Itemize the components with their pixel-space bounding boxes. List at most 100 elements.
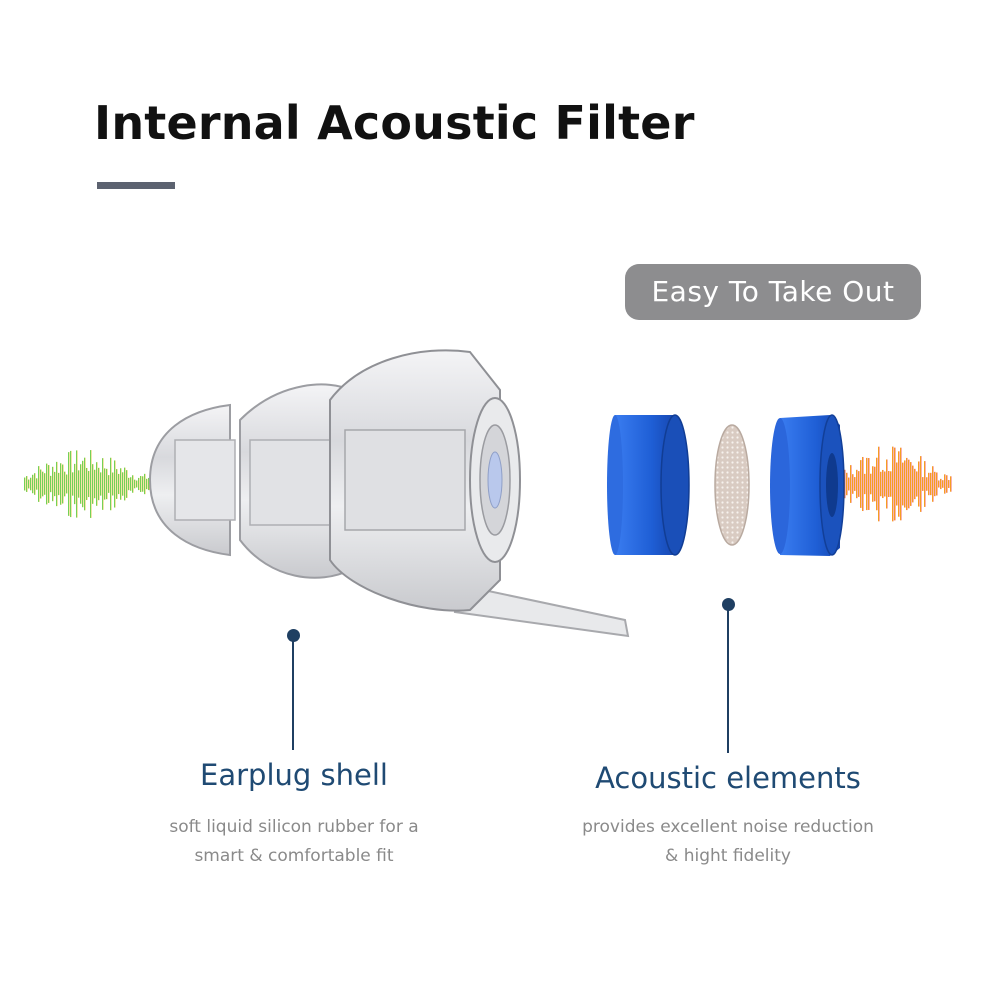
earplug-shell-description: soft liquid silicon rubber for a smart &… — [114, 813, 474, 871]
sound-wave-bar — [918, 461, 920, 507]
sound-wave-bar — [890, 471, 892, 497]
sound-wave-bar — [858, 471, 860, 497]
sound-wave-bar — [62, 464, 64, 504]
sound-wave-bar — [56, 461, 58, 507]
acoustic-elements-description-line-1: provides excellent noise reduction — [582, 817, 874, 837]
sound-wave-bar — [94, 469, 96, 499]
sound-wave-bar — [866, 457, 868, 511]
sound-wave-bar — [896, 462, 898, 506]
sound-wave-bar — [882, 469, 884, 499]
sound-wave-bar — [948, 480, 950, 488]
sound-wave-bar — [42, 471, 44, 497]
sound-wave-bar — [66, 474, 68, 494]
sound-wave-bar — [878, 446, 880, 522]
earplug-shell-description-line-1: soft liquid silicon rubber for a — [169, 817, 419, 837]
title-underline — [97, 182, 175, 189]
sound-wave-bar — [888, 470, 890, 498]
sound-wave-bar — [908, 459, 910, 509]
sound-wave-bar — [848, 477, 850, 491]
sound-wave-bar — [924, 461, 926, 507]
sound-wave-bar — [874, 466, 876, 502]
right-sound-wave — [840, 446, 952, 522]
sound-wave-bar — [856, 469, 858, 499]
sound-wave-bar — [936, 472, 938, 496]
sound-wave-bar — [54, 471, 56, 497]
sound-wave-bar — [44, 473, 46, 495]
sound-wave-bar — [112, 472, 114, 496]
sound-wave-bar — [854, 477, 856, 491]
sound-wave-bar — [902, 462, 904, 506]
sound-wave-bar — [108, 475, 110, 493]
sound-wave-bar — [900, 447, 902, 521]
sound-wave-bar — [942, 480, 944, 488]
sound-wave-bar — [32, 474, 34, 494]
sound-wave-bar — [104, 468, 106, 500]
sound-wave-bar — [102, 458, 104, 510]
sound-wave-bar — [46, 463, 48, 505]
shell-pointer-line — [292, 640, 294, 750]
elements-pointer-dot — [722, 598, 735, 611]
sound-wave-bar — [862, 456, 864, 512]
sound-wave-bar — [886, 459, 888, 509]
sound-wave-bar — [98, 467, 100, 501]
sound-wave-bar — [72, 472, 74, 496]
sound-wave-bar — [36, 478, 38, 490]
sound-wave-bar — [920, 456, 922, 512]
sound-wave-bar — [64, 471, 66, 497]
blue-filter-plug-image — [770, 414, 845, 556]
sound-wave-bar — [76, 450, 78, 518]
sound-wave-bar — [84, 457, 86, 511]
sound-wave-bar — [78, 470, 80, 498]
sound-wave-bar — [128, 477, 130, 491]
sound-wave-bar — [944, 474, 946, 494]
sound-wave-bar — [92, 464, 94, 504]
sound-wave-bar — [894, 447, 896, 521]
sound-wave-bar — [124, 467, 126, 501]
sound-wave-bar — [916, 471, 918, 497]
blue-filter-cap-image — [607, 414, 690, 556]
sound-wave-bar — [58, 472, 60, 496]
sound-wave-bar — [860, 460, 862, 508]
shell-pointer-dot — [287, 629, 300, 642]
sound-wave-bar — [50, 475, 52, 493]
sound-wave-bar — [106, 468, 108, 500]
sound-wave-bar — [884, 471, 886, 497]
sound-wave-bar — [934, 471, 936, 497]
sound-wave-bar — [122, 472, 124, 496]
sound-wave-bar — [80, 464, 82, 504]
sound-wave-bar — [906, 457, 908, 511]
sound-wave-bar — [40, 469, 42, 499]
sound-wave-bar — [940, 478, 942, 490]
sound-wave-bar — [892, 446, 894, 522]
sound-wave-bar — [138, 477, 140, 491]
sound-wave-bar — [110, 457, 112, 511]
sound-wave-bar — [946, 475, 948, 493]
sound-wave-bar — [864, 473, 866, 495]
sound-wave-bar — [928, 472, 930, 496]
sound-wave-bar — [70, 450, 72, 518]
easy-to-take-out-badge: Easy To Take Out — [625, 264, 921, 320]
sound-wave-bar — [30, 477, 32, 491]
sound-wave-bar — [912, 465, 914, 503]
sound-wave-bar — [136, 480, 138, 488]
sound-wave-bar — [914, 468, 916, 500]
sound-wave-bar — [852, 474, 854, 494]
sound-wave-bar — [130, 477, 132, 491]
sound-wave-bar — [898, 451, 900, 517]
elements-pointer-line — [727, 609, 729, 753]
sound-wave-bar — [850, 465, 852, 503]
sound-wave-bar — [930, 472, 932, 496]
sound-wave-bar — [904, 460, 906, 508]
sound-wave-bar — [932, 466, 934, 502]
sound-wave-bar — [148, 477, 150, 491]
sound-wave-bar — [116, 469, 118, 499]
sound-wave-bar — [146, 478, 148, 490]
sound-wave-bar — [870, 473, 872, 495]
sound-wave-bar — [26, 476, 28, 492]
acoustic-elements-heading: Acoustic elements — [595, 761, 861, 795]
sound-wave-bar — [126, 470, 128, 498]
sound-wave-bar — [68, 452, 70, 516]
sound-wave-bar — [82, 460, 84, 508]
earplug-shell-image — [148, 349, 630, 638]
